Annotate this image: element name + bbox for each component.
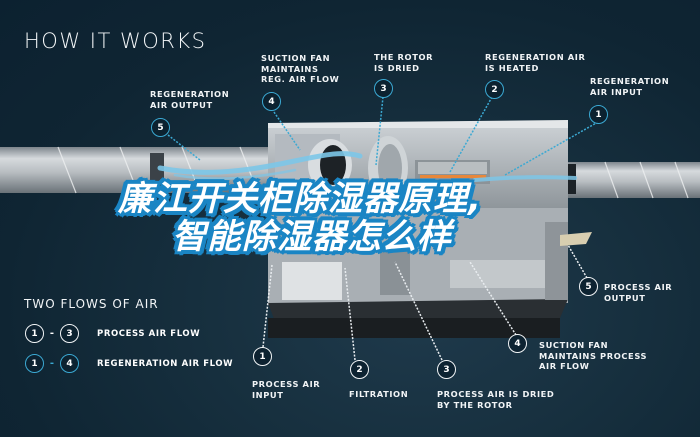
legend-dash: - bbox=[49, 358, 55, 369]
callout-number-icon: 2 bbox=[350, 360, 369, 379]
overlay-title-line1: 廉江开关柜除湿器原理, bbox=[118, 179, 482, 219]
callout-label-process-output: PROCESS AIR OUTPUT bbox=[604, 282, 673, 303]
legend-to-icon: 4 bbox=[60, 354, 79, 373]
callout-label-suction-fan-process: SUCTION FAN MAINTAINS PROCESS AIR FLOW bbox=[539, 340, 648, 371]
legend-dash: - bbox=[49, 328, 55, 339]
callout-label-suction-fan-reg: SUCTION FAN MAINTAINS REG. AIR FLOW bbox=[261, 53, 340, 84]
callout-label-rotor-dried: THE ROTOR IS DRIED bbox=[374, 52, 434, 73]
legend-row-regeneration: 1 - 4 REGENERATION AIR FLOW bbox=[25, 354, 233, 373]
callout-number-icon: 3 bbox=[437, 360, 456, 379]
bottom-leader-lines bbox=[262, 244, 588, 361]
page-title: HOW IT WORKS bbox=[24, 29, 207, 53]
legend-from-icon: 1 bbox=[25, 354, 44, 373]
legend-label: PROCESS AIR FLOW bbox=[97, 328, 201, 339]
legend-row-process: 1 - 3 PROCESS AIR FLOW bbox=[25, 324, 200, 343]
callout-number-icon: 5 bbox=[151, 118, 170, 137]
callout-label-regeneration-input: REGENERATION AIR INPUT bbox=[590, 76, 670, 97]
right-duct bbox=[562, 161, 700, 199]
callout-label-process-dried: PROCESS AIR IS DRIED BY THE ROTOR bbox=[437, 389, 555, 410]
legend-label: REGENERATION AIR FLOW bbox=[97, 358, 234, 369]
callout-number-icon: 1 bbox=[253, 347, 272, 366]
overlay-title: 廉江开关柜除湿器原理, 智能除湿器怎么样 bbox=[118, 180, 482, 256]
callout-number-icon: 4 bbox=[508, 334, 527, 353]
callout-label-regeneration-heated: REGENERATION AIR IS HEATED bbox=[485, 52, 586, 73]
top-leader-lines bbox=[167, 96, 599, 176]
overlay-title-line2: 智能除湿器怎么样 bbox=[172, 217, 452, 257]
regeneration-air-flow bbox=[157, 151, 577, 182]
callout-number-icon: 1 bbox=[589, 105, 608, 124]
machine-cabinet bbox=[268, 120, 592, 338]
callout-label-filtration: FILTRATION bbox=[349, 389, 409, 399]
callout-number-icon: 4 bbox=[262, 92, 281, 111]
callout-number-icon: 3 bbox=[374, 79, 393, 98]
legend-from-icon: 1 bbox=[25, 324, 44, 343]
callout-number-icon: 5 bbox=[579, 277, 598, 296]
callout-label-regeneration-air-output: REGENERATION AIR OUTPUT bbox=[150, 89, 230, 110]
callout-number-icon: 2 bbox=[485, 80, 504, 99]
legend-to-icon: 3 bbox=[60, 324, 79, 343]
callout-label-process-air-input: PROCESS AIR INPUT bbox=[252, 379, 321, 400]
legend-title: TWO FLOWS OF AIR bbox=[24, 297, 159, 311]
